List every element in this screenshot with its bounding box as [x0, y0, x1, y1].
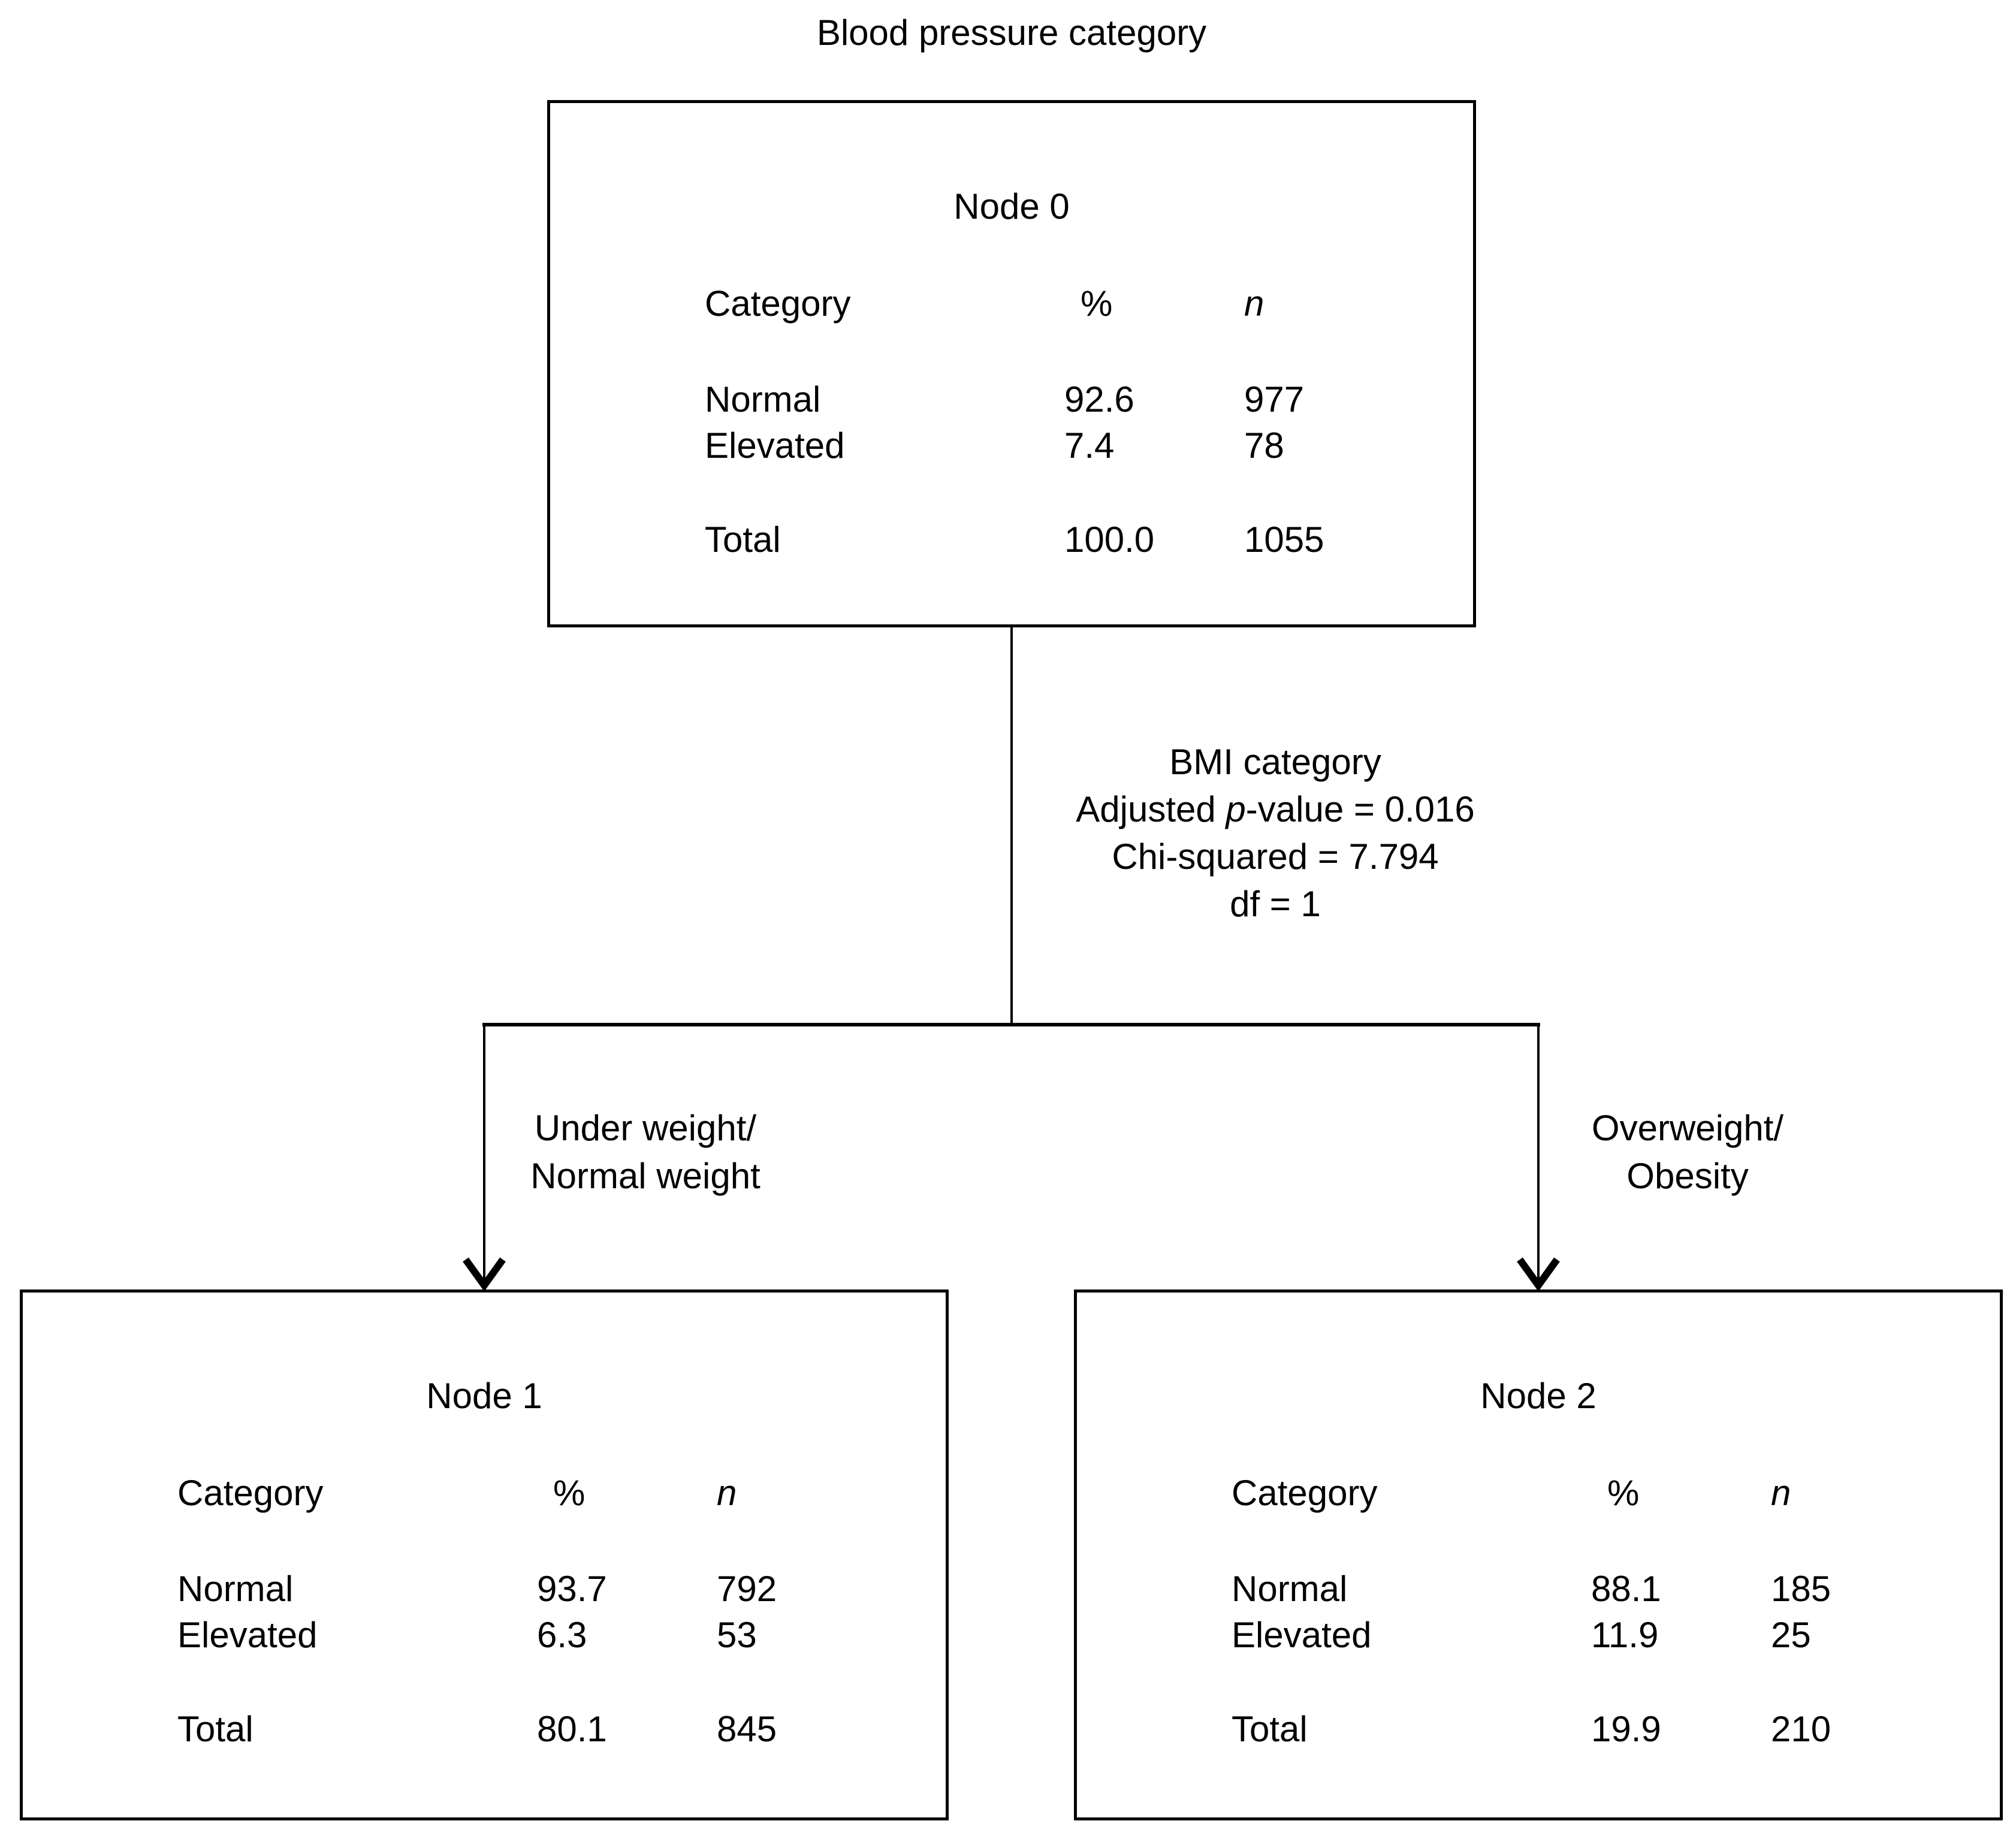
split-p-suffix: -value = 0.016 [1245, 789, 1475, 829]
split-p-prefix: Adjusted [1076, 789, 1226, 829]
percent-value: 88.1 [1591, 1569, 1661, 1609]
n-value: 185 [1771, 1569, 1831, 1609]
percent-value: 11.9 [1591, 1615, 1659, 1655]
split-df: df = 1 [1230, 884, 1321, 924]
total-percent-value: 100.0 [1064, 520, 1155, 560]
category-label: Normal [177, 1569, 294, 1609]
branch-label-right: Overweight/ Obesity [1478, 1104, 1897, 1200]
tree-title: Blood pressure category [816, 13, 1207, 53]
total-label: Total [1232, 1709, 1308, 1749]
branch-label-left-line2: Normal weight [530, 1156, 760, 1196]
percent-value: 6.3 [537, 1615, 587, 1655]
left-arrowhead-icon [463, 1257, 506, 1292]
column-header-category: Category [1232, 1473, 1378, 1513]
column-header-n: n [1771, 1473, 1791, 1513]
total-percent-value: 19.9 [1591, 1709, 1661, 1749]
node-0-title: Node 0 [953, 186, 1070, 227]
branch-label-left-line1: Under weight/ [534, 1108, 757, 1148]
split-p-symbol: p [1226, 789, 1246, 829]
category-label: Elevated [705, 425, 845, 466]
category-label: Elevated [1232, 1615, 1372, 1655]
node-2-box: Node 2 Category % n Normal 88.1 185 Elev… [1074, 1290, 2003, 1820]
node-0-header-row: Category % n [550, 283, 1473, 326]
n-value: 53 [717, 1615, 757, 1655]
node-1-header-row: Category % n [23, 1472, 946, 1515]
node-1-box: Node 1 Category % n Normal 93.7 792 Elev… [20, 1290, 949, 1820]
category-label: Elevated [177, 1615, 318, 1655]
n-value: 78 [1244, 425, 1284, 466]
node-1-title: Node 1 [426, 1376, 542, 1416]
category-label: Normal [1232, 1569, 1348, 1609]
column-header-percent: % [1081, 283, 1113, 324]
n-value: 977 [1244, 379, 1305, 419]
branch-label-right-line2: Obesity [1626, 1156, 1749, 1196]
total-label: Total [177, 1709, 253, 1749]
n-value: 792 [717, 1569, 777, 1609]
column-header-n: n [717, 1473, 737, 1513]
split-variable: BMI category [1169, 742, 1381, 782]
node-1-row-elevated: Elevated 6.3 53 [23, 1614, 946, 1657]
node-1-row-total: Total 80.1 845 [23, 1708, 946, 1752]
right-arrowhead-icon [1517, 1257, 1560, 1292]
column-header-percent: % [1607, 1473, 1640, 1513]
node-2-row-elevated: Elevated 11.9 25 [1077, 1614, 2000, 1657]
percent-value: 7.4 [1064, 425, 1115, 466]
column-header-n: n [1244, 283, 1264, 324]
n-value: 25 [1771, 1615, 1811, 1655]
total-n-value: 1055 [1244, 520, 1324, 560]
column-header-percent: % [553, 1473, 586, 1513]
node-1-row-normal: Normal 93.7 792 [23, 1568, 946, 1611]
node-0-row-normal: Normal 92.6 977 [550, 379, 1473, 422]
node-2-header-row: Category % n [1077, 1472, 2000, 1515]
split-chi-squared: Chi-squared = 7.794 [1112, 837, 1439, 877]
node-2-row-total: Total 19.9 210 [1077, 1708, 2000, 1752]
node-0-row-elevated: Elevated 7.4 78 [550, 425, 1473, 468]
total-n-value: 845 [717, 1709, 777, 1749]
total-percent-value: 80.1 [537, 1709, 607, 1749]
node-2-title: Node 2 [1480, 1376, 1596, 1416]
total-n-value: 210 [1771, 1709, 1831, 1749]
column-header-category: Category [705, 283, 851, 324]
split-statistics: BMI category Adjusted p-value = 0.016 Ch… [1036, 738, 1515, 928]
branch-label-left: Under weight/ Normal weight [436, 1104, 855, 1200]
percent-value: 93.7 [537, 1569, 607, 1609]
node-0-box: Node 0 Category % n Normal 92.6 977 Elev… [547, 100, 1476, 627]
percent-value: 92.6 [1064, 379, 1134, 419]
branch-label-right-line1: Overweight/ [1591, 1108, 1784, 1148]
category-label: Normal [705, 379, 821, 419]
split-p-value: Adjusted p-value = 0.016 [1036, 786, 1515, 833]
total-label: Total [705, 520, 781, 560]
column-header-category: Category [177, 1473, 324, 1513]
node-2-row-normal: Normal 88.1 185 [1077, 1568, 2000, 1611]
node-0-row-total: Total 100.0 1055 [550, 519, 1473, 562]
